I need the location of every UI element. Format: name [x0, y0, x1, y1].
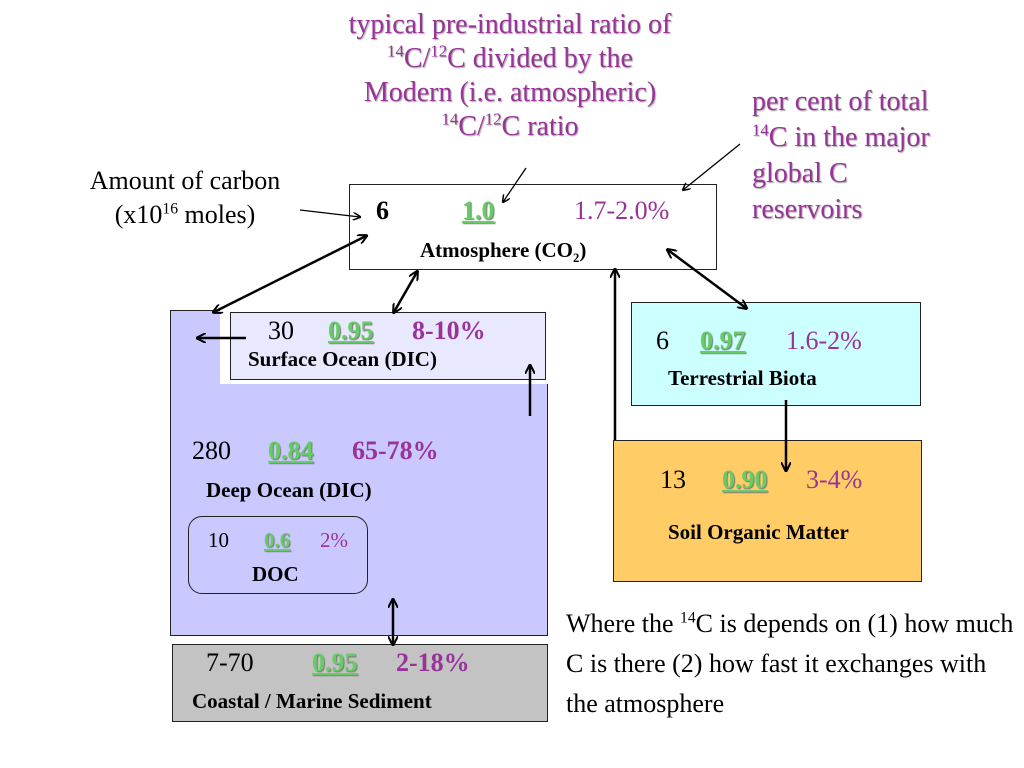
atmosphere-amount: 6	[376, 196, 389, 225]
biota-ratio: 0.97	[700, 326, 746, 355]
doc-ratio: 0.6	[264, 528, 291, 552]
atmosphere-deep-ocean-arrow	[214, 236, 366, 312]
sediment-box	[172, 644, 548, 722]
deep-ocean-ratio: 0.84	[268, 436, 314, 465]
atmosphere-surface-arrow	[394, 272, 417, 312]
carbon-pointer-arrow	[299, 209, 360, 217]
deep-ocean-name: Deep Ocean (DIC)	[206, 478, 372, 502]
title-line-4: 14C/12C ratio	[441, 109, 579, 142]
doc-box	[188, 516, 368, 594]
soil-percent: 3-4%	[806, 465, 863, 494]
surface-ocean-box	[230, 312, 546, 380]
percent-label: per cent of total 14C in the major globa…	[752, 86, 930, 225]
doc-amount: 10	[208, 528, 229, 552]
title-line-1: typical pre-industrial ratio of	[348, 9, 672, 40]
sediment-percent: 2-18%	[396, 648, 470, 677]
ratio-title: typical pre-industrial ratio of 14C/12C …	[290, 8, 730, 144]
title-line-3: Modern (i.e. atmospheric)	[363, 77, 657, 108]
sediment-ratio: 0.95	[312, 648, 358, 677]
doc-percent: 2%	[320, 528, 348, 552]
sediment-amount: 7-70	[206, 648, 254, 677]
explanatory-note: Where the 14C is depends on (1) how much…	[566, 609, 1014, 718]
surface-ocean-percent: 8-10%	[412, 316, 486, 345]
title-pointer-arrow	[503, 167, 527, 202]
sediment-name: Coastal / Marine Sediment	[192, 689, 432, 713]
deep-ocean-percent: 65-78%	[352, 436, 439, 465]
soil-name: Soil Organic Matter	[668, 520, 849, 544]
soil-box	[613, 440, 922, 582]
soil-ratio: 0.90	[722, 465, 768, 494]
carbon-amount-label: Amount of carbon (x1016 moles)	[89, 166, 281, 229]
surface-ocean-ratio: 0.95	[328, 316, 374, 345]
surface-ocean-name: Surface Ocean (DIC)	[248, 347, 437, 371]
deep-ocean-amount: 280	[192, 436, 231, 465]
terrestrial-biota-box	[631, 302, 921, 406]
biota-name: Terrestrial Biota	[668, 366, 817, 390]
biota-amount: 6	[656, 326, 669, 355]
atmosphere-name: Atmosphere (CO2)	[420, 238, 587, 266]
doc-name: DOC	[252, 562, 299, 586]
percent-pointer-arrow	[683, 143, 741, 190]
atmosphere-biota-arrow	[668, 250, 746, 308]
soil-amount: 13	[660, 465, 686, 494]
biota-percent: 1.6-2%	[786, 326, 862, 355]
atmosphere-box	[349, 184, 717, 270]
title-line-2: 14C/12C divided by the	[387, 41, 633, 74]
atmosphere-ratio: 1.0	[462, 196, 495, 225]
surface-ocean-amount: 30	[268, 316, 294, 345]
atmosphere-percent: 1.7-2.0%	[574, 196, 670, 225]
